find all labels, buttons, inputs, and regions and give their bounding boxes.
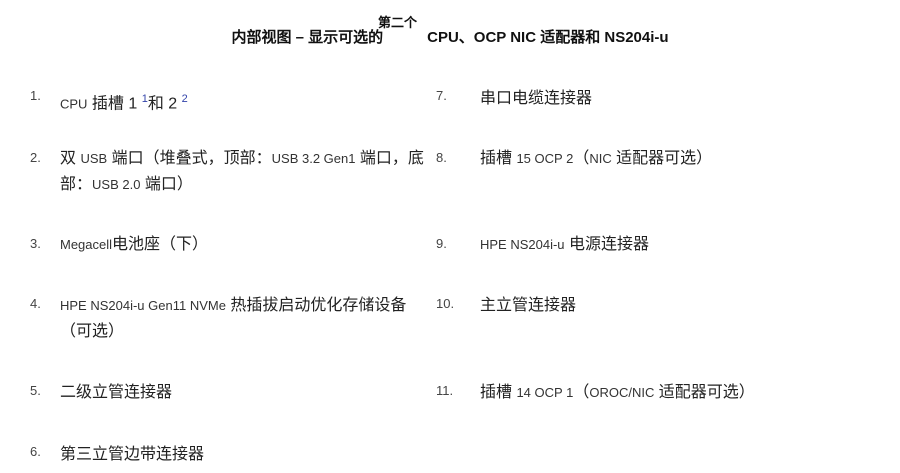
item-number: 11. [436,383,454,398]
item-text: 主立管连接器 [480,297,577,314]
item-number: 4. [30,296,41,311]
item-text: HPE NS204i-u 电源连接器 [480,236,649,253]
title-left: 内部视图 – 显示可选的 [231,29,384,46]
item-number: 1. [30,88,41,103]
item-text: HPE NS204i-u Gen11 NVMe 热插拔启动优化存储设备 （可选） [60,297,407,340]
item-text: 二级立管连接器 [60,384,173,401]
item-number: 5. [30,383,41,398]
item-text: CPU 插槽 1 1和 2 2 [60,93,188,113]
page-title: 内部视图 – 显示可选的 CPU、OCP NIC 适配器和 NS204i-u 第二… [0,0,900,60]
title-superscript: 第二个 [378,15,418,30]
item-text: 插槽 15 OCP 2（NIC 适配器可选） [480,150,713,167]
item-number: 10. [436,296,455,311]
item-text: 插槽 14 OCP 1（OROC/NIC 适配器可选） [480,384,755,401]
title-right: CPU、OCP NIC 适配器和 NS204i-u [427,29,669,46]
footnote-ref[interactable]: 2 [181,93,188,105]
item-number: 7. [436,88,447,103]
item-number: 3. [30,236,41,251]
footnote-ref[interactable]: 1 [141,93,148,105]
item-text: Megacell电池座（下） [60,236,209,253]
item-text: 双 USB 端口（堆叠式，顶部：USB 3.2 Gen1 端口，底 部：USB … [60,150,424,193]
item-text: 串口电缆连接器 [480,90,593,107]
title-main: 内部视图 – 显示可选的 CPU、OCP NIC 适配器和 NS204i-u [0,26,900,47]
item-text: 第三立管边带连接器 [60,446,205,463]
item-number: 9. [436,236,447,251]
item-number: 6. [30,444,41,459]
item-number: 2. [30,150,41,165]
item-number: 8. [436,150,447,165]
